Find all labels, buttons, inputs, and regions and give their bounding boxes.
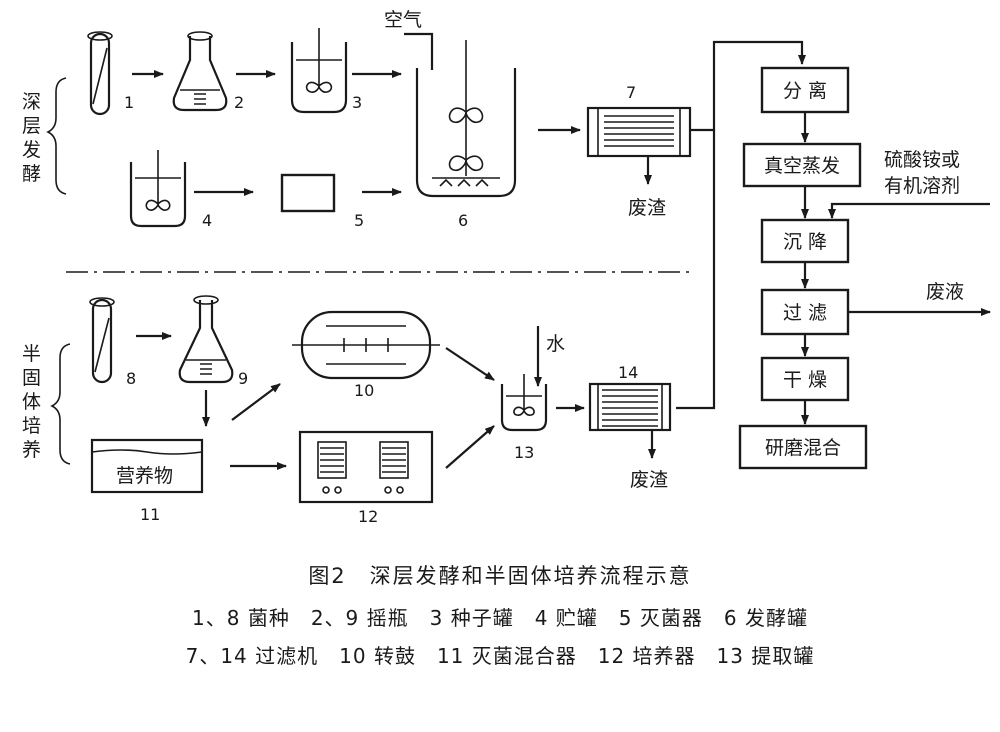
process-step-filtration: 过 滤 <box>760 288 850 336</box>
label-5: 5 <box>354 211 364 230</box>
section-semi-char-3: 体 <box>22 391 41 413</box>
sterile-mixer-11 <box>90 438 204 494</box>
svg-text:沉 降: 沉 降 <box>783 231 827 253</box>
figure-legend-line-2: 7、14 过滤机 10 转鼓 11 灭菌混合器 12 培养器 13 提取罐 <box>185 644 815 668</box>
label-3: 3 <box>352 93 362 112</box>
section-semi-solid: 半 固 体 培 养 <box>22 343 71 465</box>
figure-caption-title: 图2 深层发酵和半固体培养流程示意 <box>308 564 692 588</box>
ammonium-label-line1: 硫酸铵或 <box>884 149 960 171</box>
process-step-separation: 分 离 <box>760 66 850 114</box>
test-tube-8 <box>89 297 115 384</box>
extraction-tank-13 <box>500 374 548 432</box>
test-tube-1 <box>87 31 113 116</box>
section-semi-char-5: 养 <box>22 439 41 461</box>
section-deep-char-4: 酵 <box>22 163 41 185</box>
svg-text:干 燥: 干 燥 <box>783 369 827 391</box>
process-step-settling: 沉 降 <box>760 218 850 264</box>
process-step-vacuum-evaporation: 真空蒸发 <box>742 142 862 188</box>
label-1: 1 <box>124 93 134 112</box>
air-label: 空气 <box>384 9 422 31</box>
label-10: 10 <box>354 381 374 400</box>
svg-text:分 离: 分 离 <box>783 80 827 102</box>
label-4: 4 <box>202 211 212 230</box>
svg-text:研磨混合: 研磨混合 <box>765 437 841 459</box>
shake-flask-9 <box>178 295 234 384</box>
section-deep-fermentation: 深 层 发 酵 <box>22 77 67 195</box>
section-deep-char-3: 发 <box>22 139 41 161</box>
residue-label-top: 废渣 <box>628 197 666 219</box>
brace-deep <box>46 77 67 195</box>
storage-tank-4 <box>129 150 187 228</box>
rotary-drum-10 <box>292 310 440 380</box>
filter-press-7 <box>586 106 692 158</box>
brace-semi <box>50 343 71 465</box>
section-deep-char-2: 层 <box>22 115 41 137</box>
process-step-drying: 干 燥 <box>760 356 850 402</box>
section-semi-char-2: 固 <box>22 367 41 389</box>
incubator-12 <box>298 430 434 504</box>
label-2: 2 <box>234 93 244 112</box>
section-semi-char-1: 半 <box>22 343 41 365</box>
label-14: 14 <box>618 363 638 382</box>
section-semi-char-4: 培 <box>22 415 41 437</box>
label-12: 12 <box>358 507 378 526</box>
label-11: 11 <box>140 505 160 524</box>
shake-flask-2 <box>172 31 228 112</box>
label-6: 6 <box>458 211 468 230</box>
label-8: 8 <box>126 369 136 388</box>
ammonium-label-line2: 有机溶剂 <box>884 175 960 197</box>
nutrient-label: 营养物 <box>116 465 173 487</box>
section-deep-char-1: 深 <box>22 91 41 113</box>
sterilizer-5 <box>280 173 336 213</box>
label-7: 7 <box>626 83 636 102</box>
svg-text:过 滤: 过 滤 <box>783 302 827 324</box>
filter-press-14 <box>588 382 672 432</box>
seed-tank-3 <box>290 28 348 114</box>
fermenter-6 <box>415 40 517 198</box>
process-step-grinding-mixing: 研磨混合 <box>738 424 868 470</box>
waste-liquid-label: 废液 <box>926 281 964 303</box>
water-label: 水 <box>546 333 565 355</box>
label-13: 13 <box>514 443 534 462</box>
label-9: 9 <box>238 369 248 388</box>
svg-text:真空蒸发: 真空蒸发 <box>764 155 840 177</box>
residue-label-bottom: 废渣 <box>630 469 668 491</box>
figure-legend-line-1: 1、8 菌种 2、9 摇瓶 3 种子罐 4 贮罐 5 灭菌器 6 发酵罐 <box>192 606 808 630</box>
